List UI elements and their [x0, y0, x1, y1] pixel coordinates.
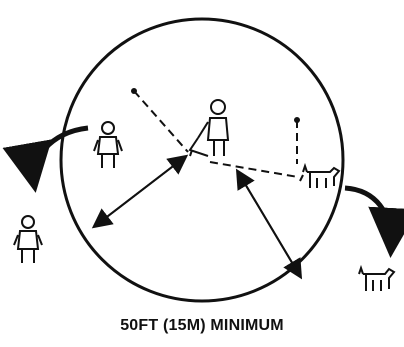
dashed-line-to-dog — [210, 162, 298, 177]
dog-move-arrow — [345, 188, 391, 248]
distance-arrows — [95, 157, 300, 276]
safety-zone-circle — [61, 19, 343, 301]
connection-lines — [134, 91, 298, 177]
minimum-distance-caption: 50FT (15M) MINIMUM — [0, 317, 404, 335]
marker-dot-left — [131, 88, 137, 94]
bystander-icon — [94, 122, 122, 168]
distance-arrow-right-reverse — [238, 172, 300, 276]
marker-dot-right — [294, 117, 300, 123]
dashed-line-to-bystander — [134, 91, 188, 152]
moved-dog-icon — [359, 268, 394, 291]
operator-mower-icon — [190, 100, 228, 156]
distance-arrow-left-reverse — [95, 157, 185, 226]
dog-icon — [300, 166, 339, 188]
moved-bystander-icon — [14, 216, 42, 263]
